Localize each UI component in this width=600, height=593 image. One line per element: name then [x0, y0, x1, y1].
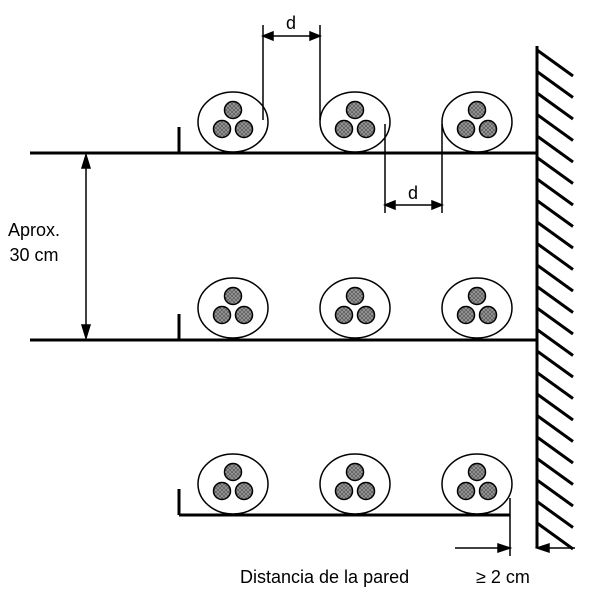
hatch-line: [536, 220, 574, 250]
cable-bundle: [441, 91, 513, 153]
cable-sheath: [441, 453, 513, 515]
spacing-label-middle: d: [408, 183, 418, 203]
dimension-d-top: [260, 25, 323, 120]
cable-sheath: [197, 91, 269, 153]
conductor: [334, 305, 354, 325]
conductor: [467, 462, 487, 482]
conductor: [478, 119, 498, 139]
conductor: [345, 462, 365, 482]
hatch-line: [536, 521, 574, 551]
hatch-line: [536, 371, 574, 400]
hatch-line: [536, 242, 574, 271]
cable-sheath: [197, 453, 269, 515]
conductor: [456, 119, 476, 139]
conductor: [356, 305, 376, 325]
cable-bundle: [197, 91, 269, 153]
dimension-height: [80, 152, 92, 341]
conductor: [212, 119, 232, 139]
height-label-line1: Aprox.: [8, 220, 60, 240]
conductor: [456, 305, 476, 325]
conductor: [223, 100, 243, 120]
hatch-line: [536, 285, 574, 314]
hatch-line: [536, 457, 574, 486]
tray-top: [30, 127, 537, 155]
hatch-line: [536, 306, 574, 336]
height-label-line2: 30 cm: [9, 245, 58, 265]
hatch-line: [536, 48, 574, 78]
cable-sheath: [319, 453, 391, 515]
cable-sheath: [441, 91, 513, 153]
conductor: [467, 286, 487, 306]
hatch-line: [536, 328, 574, 357]
conductor: [212, 305, 232, 325]
conductor: [223, 462, 243, 482]
cable-sheath: [319, 277, 391, 339]
hatch-line: [536, 435, 574, 465]
hatch-line: [536, 177, 574, 207]
conductor: [334, 119, 354, 139]
conductor: [467, 100, 487, 120]
hatch-line: [536, 199, 574, 228]
hatch-line: [536, 263, 574, 293]
conductor: [334, 481, 354, 501]
cable-sheath: [441, 277, 513, 339]
hatch-line: [536, 91, 574, 121]
wall-hatching: [536, 48, 574, 551]
cable-bundle: [319, 277, 391, 339]
cable-bundle: [197, 453, 269, 515]
cable-bundle: [319, 453, 391, 515]
conductor: [223, 286, 243, 306]
cable-sheath: [319, 91, 391, 153]
wall-distance-label: Distancia de la pared: [240, 567, 409, 587]
hatch-line: [536, 70, 574, 99]
hatch-line: [536, 156, 574, 185]
tray-middle: [30, 314, 537, 342]
conductor: [356, 119, 376, 139]
dimension-wall-distance: [455, 498, 575, 556]
cable-bundle: [441, 453, 513, 515]
cable-bundle: [319, 91, 391, 153]
dimension-d-middle: [382, 124, 445, 213]
conductor: [234, 305, 254, 325]
conductor: [234, 119, 254, 139]
cable-bundle: [441, 277, 513, 339]
conductor: [345, 100, 365, 120]
wall-min-label: ≥ 2 cm: [476, 567, 530, 587]
hatch-line: [536, 113, 574, 142]
hatch-line: [536, 349, 574, 379]
conductor: [456, 481, 476, 501]
conductor: [345, 286, 365, 306]
conductor: [212, 481, 232, 501]
cable-bundles: [197, 91, 513, 515]
hatch-line: [536, 500, 574, 529]
hatch-line: [536, 414, 574, 443]
spacing-label-top: d: [286, 13, 296, 33]
hatch-line: [536, 392, 574, 422]
conductor: [356, 481, 376, 501]
cable-sheath: [197, 277, 269, 339]
hatch-line: [536, 134, 574, 164]
hatch-line: [536, 478, 574, 508]
conductor: [478, 481, 498, 501]
conductor: [234, 481, 254, 501]
conductor: [478, 305, 498, 325]
wall: [535, 46, 574, 551]
cable-bundle: [197, 277, 269, 339]
tray-bottom: [177, 489, 510, 517]
